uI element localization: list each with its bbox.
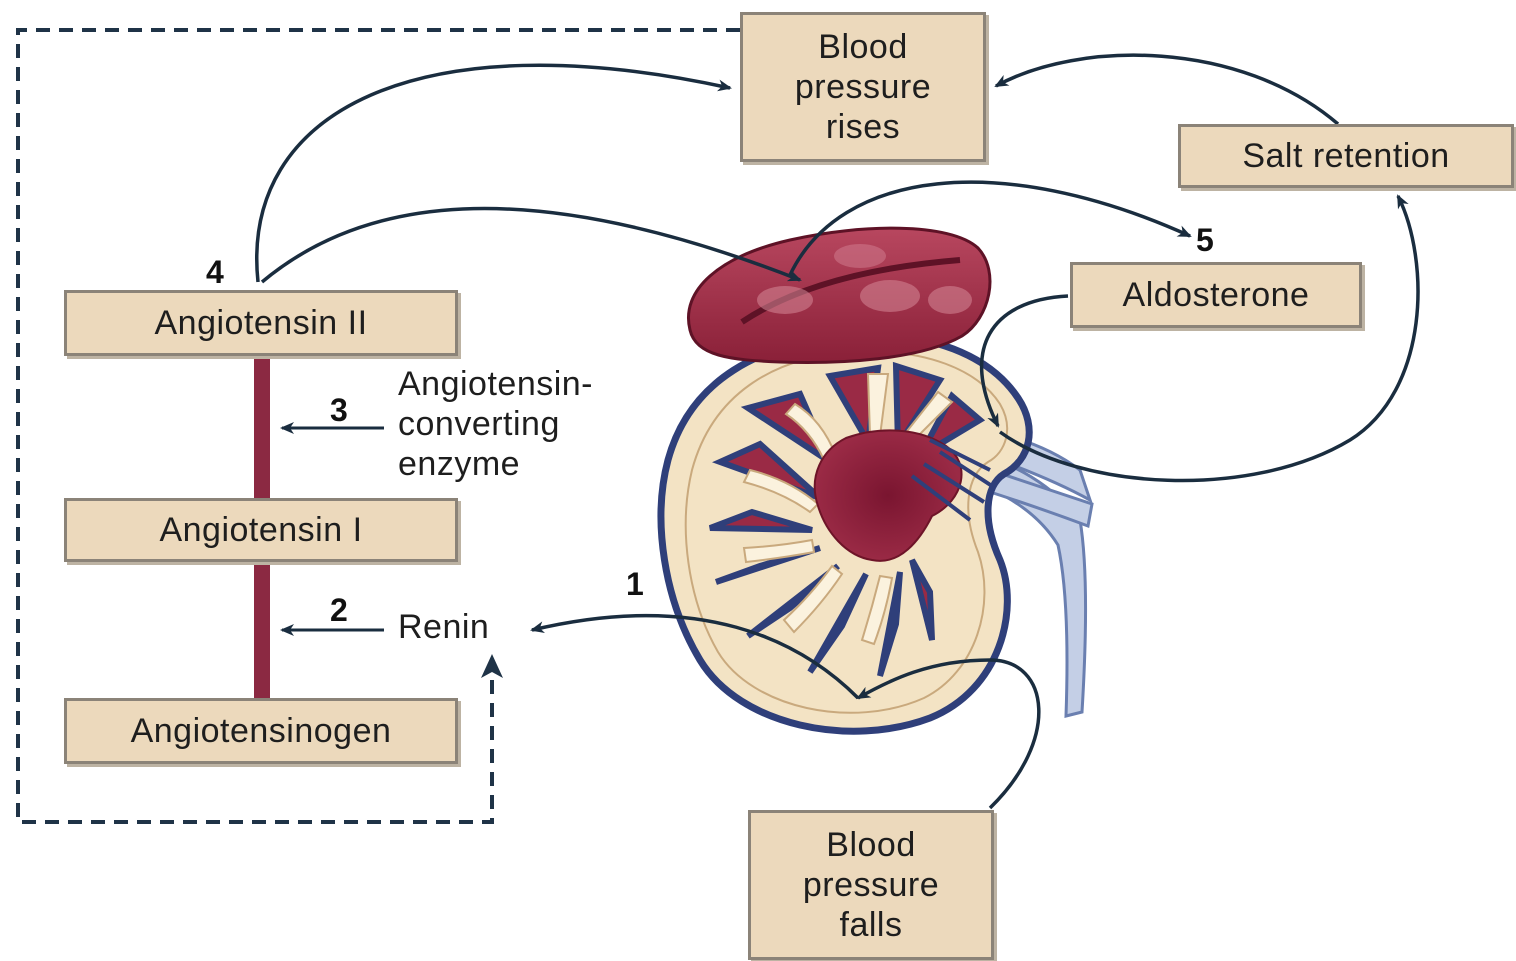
pathway-bar-lower [254, 562, 270, 700]
angiotensin-ii-text: Angiotensin II [154, 304, 367, 343]
box-angiotensin-i: Angiotensin I [64, 498, 458, 562]
pathway-bar-upper [254, 356, 270, 500]
arrow-angii-to-bp-rises [257, 65, 730, 282]
aldosterone-text: Aldosterone [1123, 276, 1310, 315]
box-blood-pressure-falls: Blood pressure falls [748, 810, 994, 960]
ace-label-line-1: Angiotensin- [398, 364, 593, 404]
bp-falls-line-1: Blood [826, 825, 915, 865]
arrow-salt-to-bp-rises [996, 55, 1338, 124]
renin-label: Renin [398, 608, 489, 647]
bp-falls-line-2: pressure [803, 865, 939, 905]
step-number-1: 1 [626, 566, 644, 603]
ace-label: Angiotensin- converting enzyme [398, 364, 593, 484]
box-blood-pressure-rises: Blood pressure rises [740, 12, 986, 162]
bp-rises-line-3: rises [826, 107, 900, 147]
box-salt-retention: Salt retention [1178, 124, 1514, 188]
salt-retention-text: Salt retention [1242, 137, 1449, 176]
ace-label-line-3: enzyme [398, 444, 593, 484]
step-number-2: 2 [330, 592, 348, 629]
ace-label-line-2: converting [398, 404, 593, 444]
bp-falls-line-3: falls [840, 905, 903, 945]
bp-rises-line-2: pressure [795, 67, 931, 107]
box-aldosterone: Aldosterone [1070, 262, 1362, 328]
box-angiotensinogen: Angiotensinogen [64, 698, 458, 764]
step-number-5: 5 [1196, 222, 1214, 259]
angiotensin-i-text: Angiotensin I [159, 511, 362, 550]
feedback-arrowhead [481, 654, 503, 678]
step-number-4: 4 [206, 254, 224, 291]
angiotensinogen-text: Angiotensinogen [131, 712, 392, 751]
bp-rises-line-1: Blood [818, 27, 907, 67]
adrenal-gland [688, 228, 990, 362]
kidney-illustration [661, 335, 1029, 731]
step-number-3: 3 [330, 392, 348, 429]
box-angiotensin-ii: Angiotensin II [64, 290, 458, 356]
